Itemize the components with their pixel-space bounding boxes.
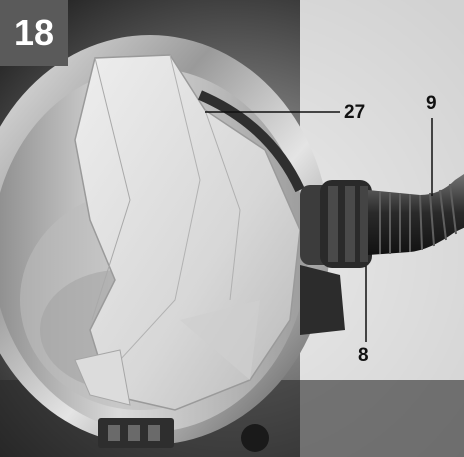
callout-label-bag: 27 — [344, 102, 366, 123]
callout-label-hose-connector: 8 — [358, 345, 369, 366]
caster-wheel — [241, 424, 269, 452]
callout-label-hose: 9 — [426, 93, 437, 114]
figure-number-badge: 18 — [0, 0, 68, 66]
